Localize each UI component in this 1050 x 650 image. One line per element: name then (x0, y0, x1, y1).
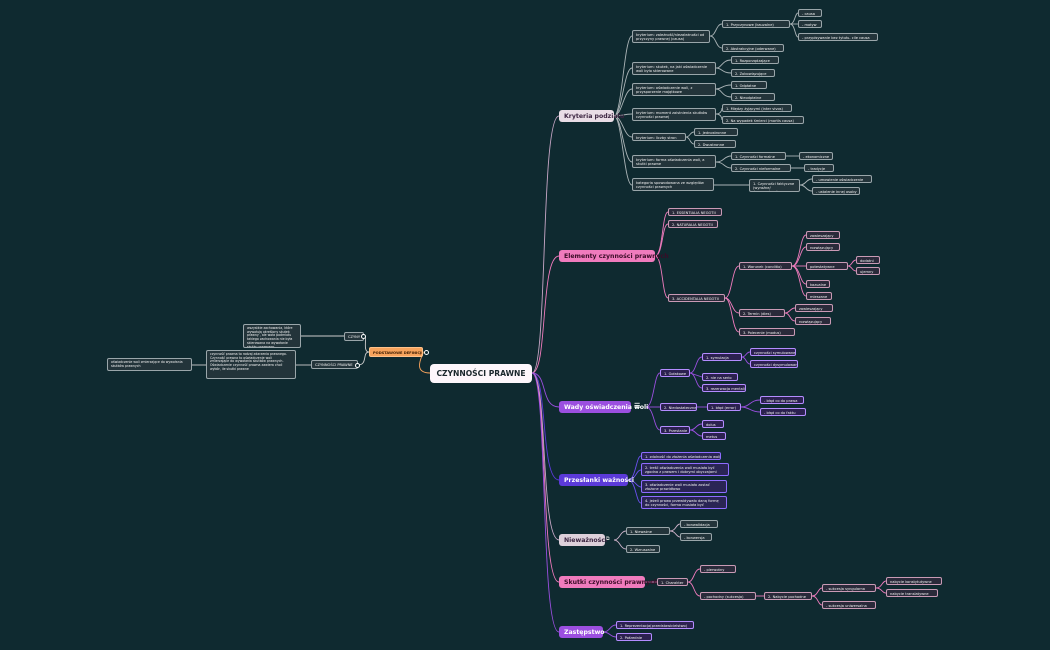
node-k4[interactable]: kryterium: moment zaistnienia skutków cz… (632, 108, 716, 121)
node-s1b1a2[interactable]: nabycie translatywne (886, 589, 938, 597)
node-e3b[interactable]: 2. Termin (dies) (739, 309, 785, 317)
node-k1a2[interactable]: - motyw (798, 20, 822, 28)
node-k6[interactable]: kryterium: forma oświadczenia woli, a sk… (632, 155, 716, 168)
node-w2a2[interactable]: - błąd co do faktu (760, 408, 806, 416)
node-e3b1[interactable]: zawieszający (795, 304, 833, 312)
node-k6a[interactable]: 1. Czynności formalne (731, 152, 786, 160)
node-k5a[interactable]: 1. Jednostronne (694, 128, 738, 136)
branch-elementy[interactable]: Elementy czynności prawnych (559, 250, 669, 262)
node-k1a3[interactable]: - przypisywanie bez tytułu- cile causa (798, 33, 878, 41)
branch-skutki[interactable]: Skutki czynności prawnych (559, 576, 658, 588)
node-s1a[interactable]: - pierwotny (700, 565, 736, 573)
node-n1a[interactable]: - konwalidacja (680, 520, 718, 528)
node-p2[interactable]: 2. treść oświadczenia woli musiała być z… (641, 463, 729, 476)
node-k7a1[interactable]: - umowienie oświadczenie (812, 175, 872, 183)
node-oswiadczenie-far[interactable]: oświadczenie woli zmierzające do wywołan… (107, 358, 192, 371)
node-w2a1[interactable]: - błąd co do prawa (760, 396, 804, 404)
node-e2[interactable]: 2. NATURALIA NEGOTII (668, 220, 718, 228)
node-e3a2[interactable]: rozwiązujący (806, 243, 840, 251)
collapse-toggle[interactable] (355, 363, 360, 368)
node-e3a3[interactable]: potestatywne (806, 262, 848, 270)
node-e3b2[interactable]: rozwiązujący (795, 317, 831, 325)
node-e3a[interactable]: 1. Warunek (conditio) (739, 262, 792, 270)
node-w3b[interactable]: metus (702, 432, 726, 440)
node-k1a1[interactable]: - causa (798, 9, 822, 17)
node-k6b[interactable]: 2. Czynności nieformalne (731, 164, 791, 172)
collapse-toggle[interactable] (361, 334, 366, 339)
node-e3a5[interactable]: mieszane (806, 292, 832, 300)
node-s1b[interactable]: - pochodny (sukcesja) (700, 592, 756, 600)
notes-icon[interactable]: ☰ (634, 402, 641, 410)
branch-przeslanki[interactable]: Przesłanki ważności (559, 474, 634, 486)
node-e3c[interactable]: 3. Polecenie (modus) (739, 328, 795, 336)
node-k1b[interactable]: 2. Abstrakcyjne (oderwane) (722, 44, 784, 52)
root-node[interactable]: CZYNNOŚCI PRAWNE (430, 364, 532, 383)
node-podstawowe-definicje[interactable]: PODSTAWOWE DEFINICJE (369, 347, 423, 357)
branch-niewaznosci[interactable]: Nieważności (559, 534, 607, 546)
node-k4b[interactable]: 2. Na wypadek śmierci (mortis causa) (722, 116, 804, 124)
node-e1[interactable]: 1. ESSENTIALIA NEGOTII (668, 208, 722, 216)
branch-wady[interactable]: Wady oświadczenia woli (559, 401, 648, 413)
node-n1b[interactable]: - konwersja (680, 533, 712, 541)
node-w2[interactable]: 2. Niedostateczne (660, 403, 697, 411)
node-w1c[interactable]: 3. rezerwacja mentalis (702, 384, 746, 392)
node-s1b1a[interactable]: - sukcesja syngularna (822, 584, 876, 592)
branch-kryteria-podzialu[interactable]: Kryteria podziału (559, 110, 624, 122)
note-icon[interactable]: ⧉ (606, 536, 610, 542)
node-k5b[interactable]: 2. Dwustronne (694, 140, 736, 148)
node-czynnosci-prawne-left[interactable]: CZYNNOŚCI PRAWNE (311, 360, 358, 369)
node-w1a1[interactable]: czynności symulowane (750, 348, 796, 356)
node-z1[interactable]: 1. Reprezentacja(przedstawicielstwo) (616, 621, 694, 629)
node-e3a3b[interactable]: ujemny (856, 267, 880, 275)
node-z2[interactable]: 2. Pośrednie (616, 633, 652, 641)
node-n1[interactable]: 1. Nieważne (626, 527, 670, 535)
node-k7[interactable]: kategoria spowodowana ze względów czynno… (632, 178, 714, 191)
node-w2a[interactable]: 1. błąd (error) (707, 403, 741, 411)
node-czyny-desc[interactable]: wszystkie zachowania, które wywołują okr… (243, 324, 301, 348)
node-e3a4[interactable]: kazualne (806, 280, 830, 288)
node-k2[interactable]: kryterium: skutek, na jaki oświadczenie … (632, 62, 716, 75)
node-k3b[interactable]: 2. Nieodpłatne (731, 93, 775, 101)
node-e3a1[interactable]: zawieszający (806, 231, 840, 239)
node-k2a[interactable]: 1. Rozporządzające (731, 56, 779, 64)
node-s1b1[interactable]: 2. Nabycie pochodne (764, 592, 812, 600)
node-k1[interactable]: kryterium: zależność/niezależności od pr… (632, 30, 710, 43)
node-p3[interactable]: 3. oświadczenie woli musiało zostać złoż… (641, 480, 727, 493)
node-k6b1[interactable]: - tradycje (804, 164, 834, 172)
node-k1a[interactable]: 1. Przyczynowe (kauzalne) (722, 20, 790, 28)
branch-zastepstwo[interactable]: Zastępstwo (559, 626, 605, 638)
node-k7a2[interactable]: - ustalenie innej osoby (812, 187, 860, 195)
node-czynnosci-prawne-desc[interactable]: czynność prawna to rodzaj zdarzenia praw… (206, 350, 296, 379)
node-p4[interactable]: 4. jeżeli prawo przewidywało daną formę … (641, 496, 727, 509)
node-k6a1[interactable]: - ekonomiczne (799, 152, 833, 160)
node-p1[interactable]: 1. zdolność do złożenia oświadczenia wol… (641, 452, 721, 460)
node-s1b1a1[interactable]: nabycie konstytutywne (886, 577, 942, 585)
collapse-toggle[interactable] (424, 350, 429, 355)
node-e3a3a[interactable]: dodatni (856, 256, 880, 264)
node-k4a[interactable]: 1. Między żyjącymi (inter vivos) (722, 104, 792, 112)
node-w3[interactable]: 3. Przestanie (660, 426, 690, 434)
node-w3a[interactable]: dolus (702, 420, 724, 428)
node-k7a[interactable]: 1. Czynności faktyczne (wyraźne/ dorozum… (749, 179, 800, 192)
node-w1a2[interactable]: czynności dysymulowane (750, 360, 798, 368)
node-n2[interactable]: 2. Wzruszalne (626, 545, 660, 553)
node-e3[interactable]: 3. ACCIDENTALIA NEGOTII (668, 294, 725, 302)
node-w1b[interactable]: 2. nie na serio (702, 373, 738, 381)
node-w1[interactable]: 1. Gołakowe (660, 369, 690, 377)
node-s1b1b[interactable]: - sukcesja uniwersalna (822, 601, 876, 609)
node-k2b[interactable]: 2. Zobowiązujące (731, 69, 775, 77)
node-k3a[interactable]: 1. Odpłatne (731, 81, 767, 89)
node-w1a[interactable]: 1. symulacja (702, 353, 742, 361)
node-k3[interactable]: kryterium: oświadczenie woli, z przyspor… (632, 83, 716, 96)
node-k5[interactable]: kryterium: liczby stron (632, 133, 686, 141)
node-s1[interactable]: 1. Charakter (657, 578, 688, 586)
